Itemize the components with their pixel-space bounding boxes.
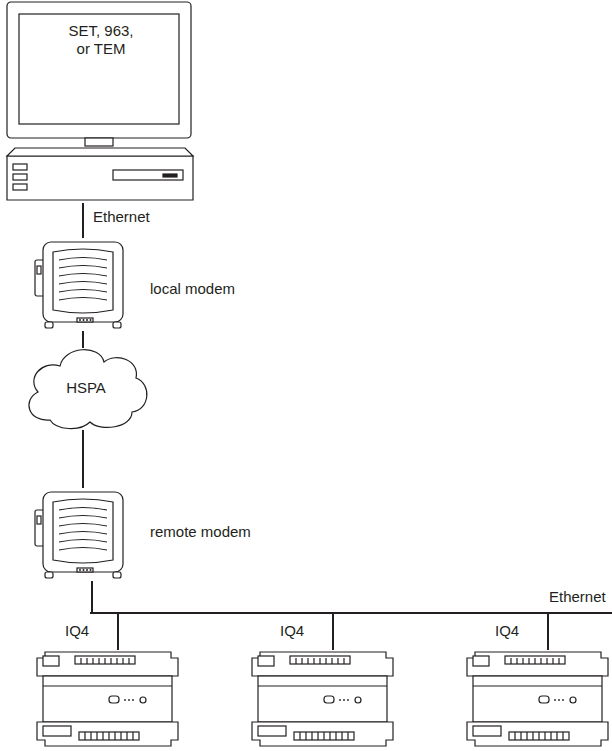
node-label: remote modem — [150, 523, 243, 541]
controller-icon: IQ4 — [35, 650, 180, 748]
node-label: HSPA — [20, 379, 152, 397]
ethernet-line — [82, 430, 84, 488]
node-label: IQ4 — [280, 622, 425, 640]
ethernet-line — [82, 331, 84, 348]
modem-icon — [35, 488, 128, 581]
controller-icon — [465, 650, 610, 748]
node-label: IQ4 — [495, 622, 612, 640]
controller-icon: IQ4 — [250, 650, 395, 748]
modem-icon — [35, 238, 128, 331]
computer-icon: SET, 963, or TEM — [5, 0, 197, 203]
node-label: SET, 963, or TEM — [63, 22, 139, 58]
controller-icon: IQ4 — [465, 650, 610, 748]
modem-icon: local modem — [35, 238, 128, 331]
network-cloud: HSPA — [20, 348, 152, 430]
connection-label: Ethernet — [91, 208, 152, 226]
controller-icon — [250, 650, 395, 748]
node-label: IQ4 — [65, 622, 210, 640]
connection-label: Ethernet — [547, 588, 608, 606]
ethernet-line — [92, 581, 548, 650]
node-label: local modem — [150, 280, 243, 298]
controller-icon — [35, 650, 180, 748]
ethernet-line — [92, 581, 118, 650]
modem-icon: remote modem — [35, 488, 128, 581]
ethernet-line — [92, 581, 333, 650]
ethernet-line — [82, 203, 84, 238]
